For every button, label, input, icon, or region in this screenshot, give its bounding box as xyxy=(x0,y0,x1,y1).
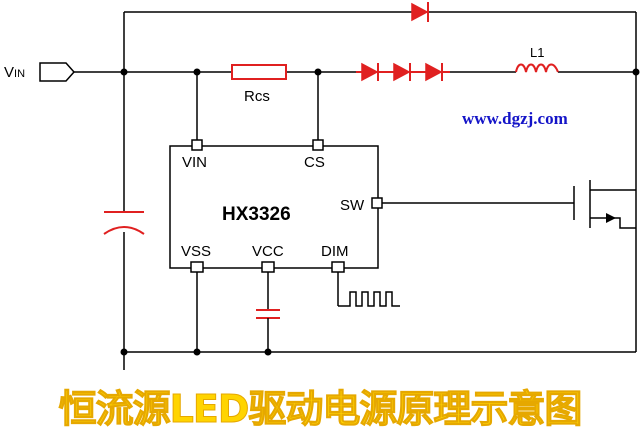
vcc-pin-label: VCC xyxy=(252,243,284,260)
vcc-capacitor-icon xyxy=(256,309,280,319)
cs-pin xyxy=(312,139,324,151)
vin-pin xyxy=(191,139,203,151)
input-capacitor-icon xyxy=(103,211,145,235)
vin-terminal-label: VIN xyxy=(4,64,25,81)
hx3326-chip xyxy=(169,145,379,269)
vss-pin-label: VSS xyxy=(181,243,211,260)
mosfet-icon xyxy=(573,180,636,229)
dim-pin xyxy=(331,261,345,273)
sw-pin xyxy=(371,197,383,209)
chip-name-label: HX3326 xyxy=(222,204,291,225)
diagram-caption: 恒流源LED驱动电源原理示意图 xyxy=(58,387,583,432)
junction-dot xyxy=(632,68,640,76)
vin-pin-label: VIN xyxy=(182,154,207,171)
rcs-resistor-icon xyxy=(231,64,287,80)
website-text: www.dgzj.com xyxy=(462,109,568,128)
dim-pin-label: DIM xyxy=(321,243,349,260)
l1-inductor-icon xyxy=(515,63,559,73)
rcs-label: Rcs xyxy=(244,88,270,105)
sw-pin-label: SW xyxy=(340,197,365,214)
vss-pin xyxy=(190,261,204,273)
vcc-pin xyxy=(261,261,275,273)
vin-terminal-icon xyxy=(39,62,76,82)
pwm-signal-icon xyxy=(338,291,400,307)
junction-dot xyxy=(120,68,128,76)
freewheel-diode-icon xyxy=(411,2,429,22)
cs-pin-label: CS xyxy=(304,154,325,171)
l1-label: L1 xyxy=(530,45,544,60)
led-string-icon xyxy=(356,62,450,82)
